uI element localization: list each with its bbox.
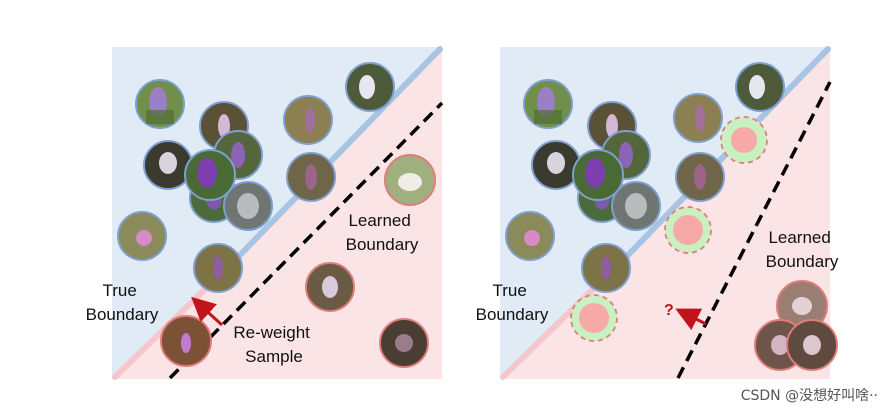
learned-boundary-line <box>168 101 444 380</box>
reweight-label: Re-weight Sample <box>233 323 314 366</box>
flower-photo-icon <box>735 62 785 112</box>
red-samples <box>160 154 436 368</box>
flower-photo-icon <box>523 79 573 129</box>
flower-photo-icon <box>384 154 436 206</box>
flower-photo-icon <box>184 149 236 201</box>
arrow-icon <box>675 308 707 331</box>
flower-photo-icon <box>345 62 395 112</box>
red-sample-group <box>754 280 838 371</box>
ghost-sample-icon <box>570 294 618 342</box>
true-boundary-line <box>237 46 443 258</box>
sample-cluster <box>505 62 785 293</box>
flower-photo-icon <box>160 315 212 367</box>
learned-boundary-label: Learned Boundary <box>766 228 839 271</box>
flower-photo-icon <box>675 152 725 202</box>
flower-photo-icon <box>135 79 185 129</box>
flower-photo-icon <box>673 93 723 143</box>
learned-boundary-line <box>676 81 832 379</box>
flower-photo-icon <box>581 243 631 293</box>
ghost-sample-icon <box>720 116 768 164</box>
true-boundary-label: True Boundary <box>86 281 159 324</box>
flower-photo-icon <box>611 181 661 231</box>
flower-photo-icon <box>305 262 355 312</box>
flower-photo-icon <box>786 319 838 371</box>
flower-photo-icon <box>143 140 193 190</box>
flower-photo-icon <box>531 140 581 190</box>
right-panel: ? True Boundary Learned Boundary <box>476 46 839 380</box>
left-panel: True Boundary Learned Boundary Re-weight… <box>86 46 444 380</box>
watermark: CSDN @没想好叫啥·· <box>741 388 878 404</box>
learned-boundary-label: Learned Boundary <box>346 211 419 254</box>
sample-cluster <box>117 62 395 293</box>
flower-photo-icon <box>286 152 336 202</box>
question-mark: ? <box>664 302 674 319</box>
flower-photo-icon <box>283 95 333 145</box>
flower-photo-icon <box>223 181 273 231</box>
arrow-icon <box>191 296 224 327</box>
flower-photo-icon <box>505 211 555 261</box>
ghost-sample-icon <box>664 206 712 254</box>
flower-photo-icon <box>379 318 429 368</box>
true-boundary-label: True Boundary <box>476 281 549 324</box>
flower-photo-icon <box>117 211 167 261</box>
ghost-samples <box>570 116 768 342</box>
flower-photo-icon <box>572 149 624 201</box>
flower-photo-icon <box>193 243 243 293</box>
